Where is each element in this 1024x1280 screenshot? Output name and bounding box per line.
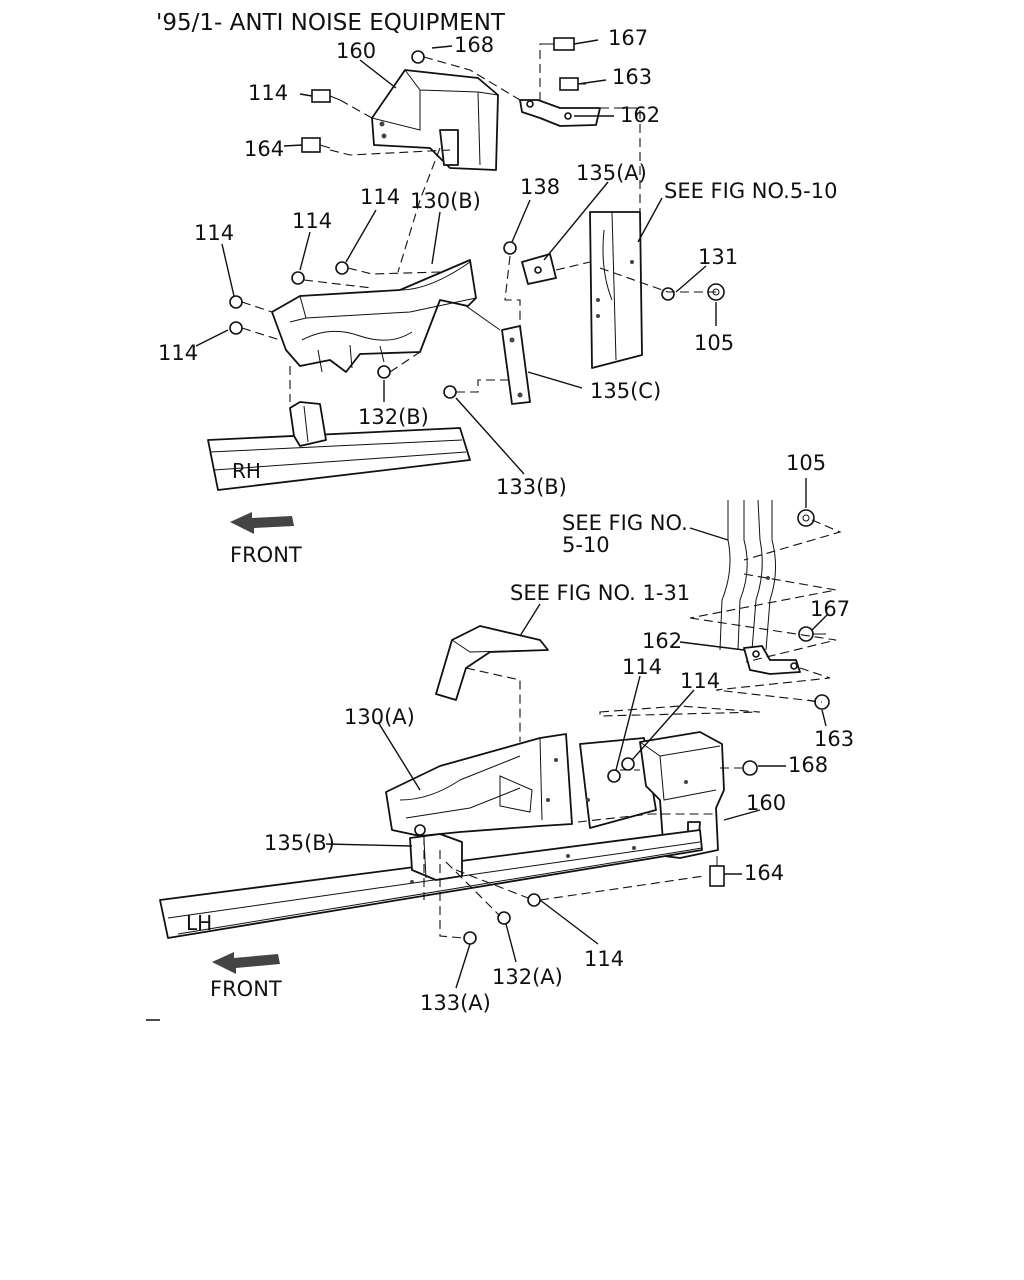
callout-132a: 132(A) bbox=[492, 965, 563, 989]
bolt-133b-icon bbox=[443, 385, 457, 399]
bolt-114-icon bbox=[527, 893, 541, 907]
front-arrow-icon bbox=[230, 512, 294, 534]
rh-assembly: RH bbox=[158, 26, 838, 567]
lh-assembly-lines bbox=[423, 519, 842, 939]
lh-cab-pillar bbox=[435, 625, 549, 742]
callout-105: 105 bbox=[694, 331, 734, 355]
callout-132b: 132(B) bbox=[358, 405, 429, 429]
callout-114: 114 bbox=[292, 209, 332, 233]
lh-front-indicator: FRONT bbox=[210, 952, 282, 1001]
callout-130b: 130(B) bbox=[410, 189, 481, 213]
rh-stay-135c bbox=[501, 325, 531, 405]
callout-114: 114 bbox=[158, 341, 198, 365]
rh-bracket-162 bbox=[519, 99, 601, 127]
rh-front-indicator: FRONT bbox=[230, 512, 302, 567]
nut-138-icon bbox=[503, 241, 517, 255]
lh-callouts: 105 SEE FIG NO. 5-10 SEE FIG NO. 1-31 16… bbox=[264, 451, 854, 1015]
callout-131: 131 bbox=[698, 245, 738, 269]
callout-130a: 130(A) bbox=[344, 705, 415, 729]
callout-167: 167 bbox=[608, 26, 648, 50]
lh-assembly: LH bbox=[159, 451, 854, 1015]
callout-167: 167 bbox=[810, 597, 850, 621]
nut-105-icon bbox=[797, 509, 815, 527]
callout-114: 114 bbox=[622, 655, 662, 679]
rh-callouts: 168 160 167 163 162 114 164 138 135(A) S… bbox=[158, 26, 838, 499]
callout-114: 114 bbox=[680, 669, 720, 693]
rh-stay-135a bbox=[521, 253, 557, 285]
bolt-132a-icon bbox=[497, 911, 511, 925]
rh-chassis-frame: RH bbox=[207, 401, 471, 491]
callout-114: 114 bbox=[360, 185, 400, 209]
rh-shield-130b bbox=[271, 259, 501, 373]
bolt-164-icon bbox=[709, 856, 725, 887]
bolt-164-icon bbox=[301, 137, 331, 153]
bolt-132b-icon bbox=[377, 365, 391, 379]
callout-168: 168 bbox=[788, 753, 828, 777]
callout-135c: 135(C) bbox=[590, 379, 661, 403]
callout-160: 160 bbox=[746, 791, 786, 815]
bolt-168-icon bbox=[411, 50, 425, 64]
bolt-133a-icon bbox=[463, 931, 477, 945]
lh-shield-130a bbox=[385, 733, 573, 837]
rh-bracket-160 bbox=[371, 69, 499, 171]
callout-162: 162 bbox=[620, 103, 660, 127]
callout-135a: 135(A) bbox=[576, 161, 647, 185]
rh-leaders bbox=[195, 39, 717, 475]
callout-163: 163 bbox=[612, 65, 652, 89]
callout-133a: 133(A) bbox=[420, 991, 491, 1015]
bolt-163-icon bbox=[807, 694, 830, 710]
callout-138: 138 bbox=[520, 175, 560, 199]
lh-frame-label: LH bbox=[186, 911, 212, 935]
bolt-114-icon bbox=[335, 261, 349, 275]
callout-164: 164 bbox=[744, 861, 784, 885]
callout-164: 164 bbox=[244, 137, 284, 161]
lh-bracket-162 bbox=[743, 645, 801, 675]
lh-mid-plate bbox=[579, 737, 657, 829]
lh-chassis-frame: LH bbox=[159, 829, 703, 939]
bolt-114-icon bbox=[229, 295, 243, 309]
callout-135b: 135(B) bbox=[264, 831, 335, 855]
rh-assembly-lines bbox=[241, 43, 716, 402]
front-arrow-icon bbox=[212, 952, 280, 974]
callout-114: 114 bbox=[584, 947, 624, 971]
bolt-167-icon bbox=[548, 37, 575, 51]
bolt-114-icon bbox=[311, 89, 341, 103]
see-fig-5-10-lower-line2: 5-10 bbox=[562, 533, 610, 557]
see-fig-1-31: SEE FIG NO. 1-31 bbox=[510, 581, 690, 605]
callout-160: 160 bbox=[336, 39, 376, 63]
bolt-131-icon bbox=[661, 287, 675, 301]
callout-168: 168 bbox=[454, 33, 494, 57]
diagram-title: '95/1- ANTI NOISE EQUIPMENT bbox=[156, 10, 506, 36]
front-label-lower: FRONT bbox=[210, 977, 282, 1001]
rh-frame-post bbox=[589, 211, 643, 369]
bolt-114-icon bbox=[229, 321, 243, 335]
bolt-167-icon bbox=[798, 626, 826, 642]
rh-frame-label: RH bbox=[232, 459, 261, 483]
callout-133b: 133(B) bbox=[496, 475, 567, 499]
callout-114: 114 bbox=[248, 81, 288, 105]
front-label-upper: FRONT bbox=[230, 543, 302, 567]
see-fig-5-10-lower-line1: SEE FIG NO. bbox=[562, 511, 688, 535]
callout-114: 114 bbox=[194, 221, 234, 245]
lh-frame-post bbox=[719, 499, 776, 651]
callout-105: 105 bbox=[786, 451, 826, 475]
nut-168-icon bbox=[742, 760, 758, 776]
callout-163: 163 bbox=[814, 727, 854, 751]
callout-162: 162 bbox=[642, 629, 682, 653]
see-fig-5-10-upper: SEE FIG NO.5-10 bbox=[664, 179, 838, 203]
bolt-114-icon bbox=[291, 271, 305, 285]
bolt-114-icon bbox=[607, 769, 621, 783]
lh-leaders bbox=[325, 478, 829, 989]
